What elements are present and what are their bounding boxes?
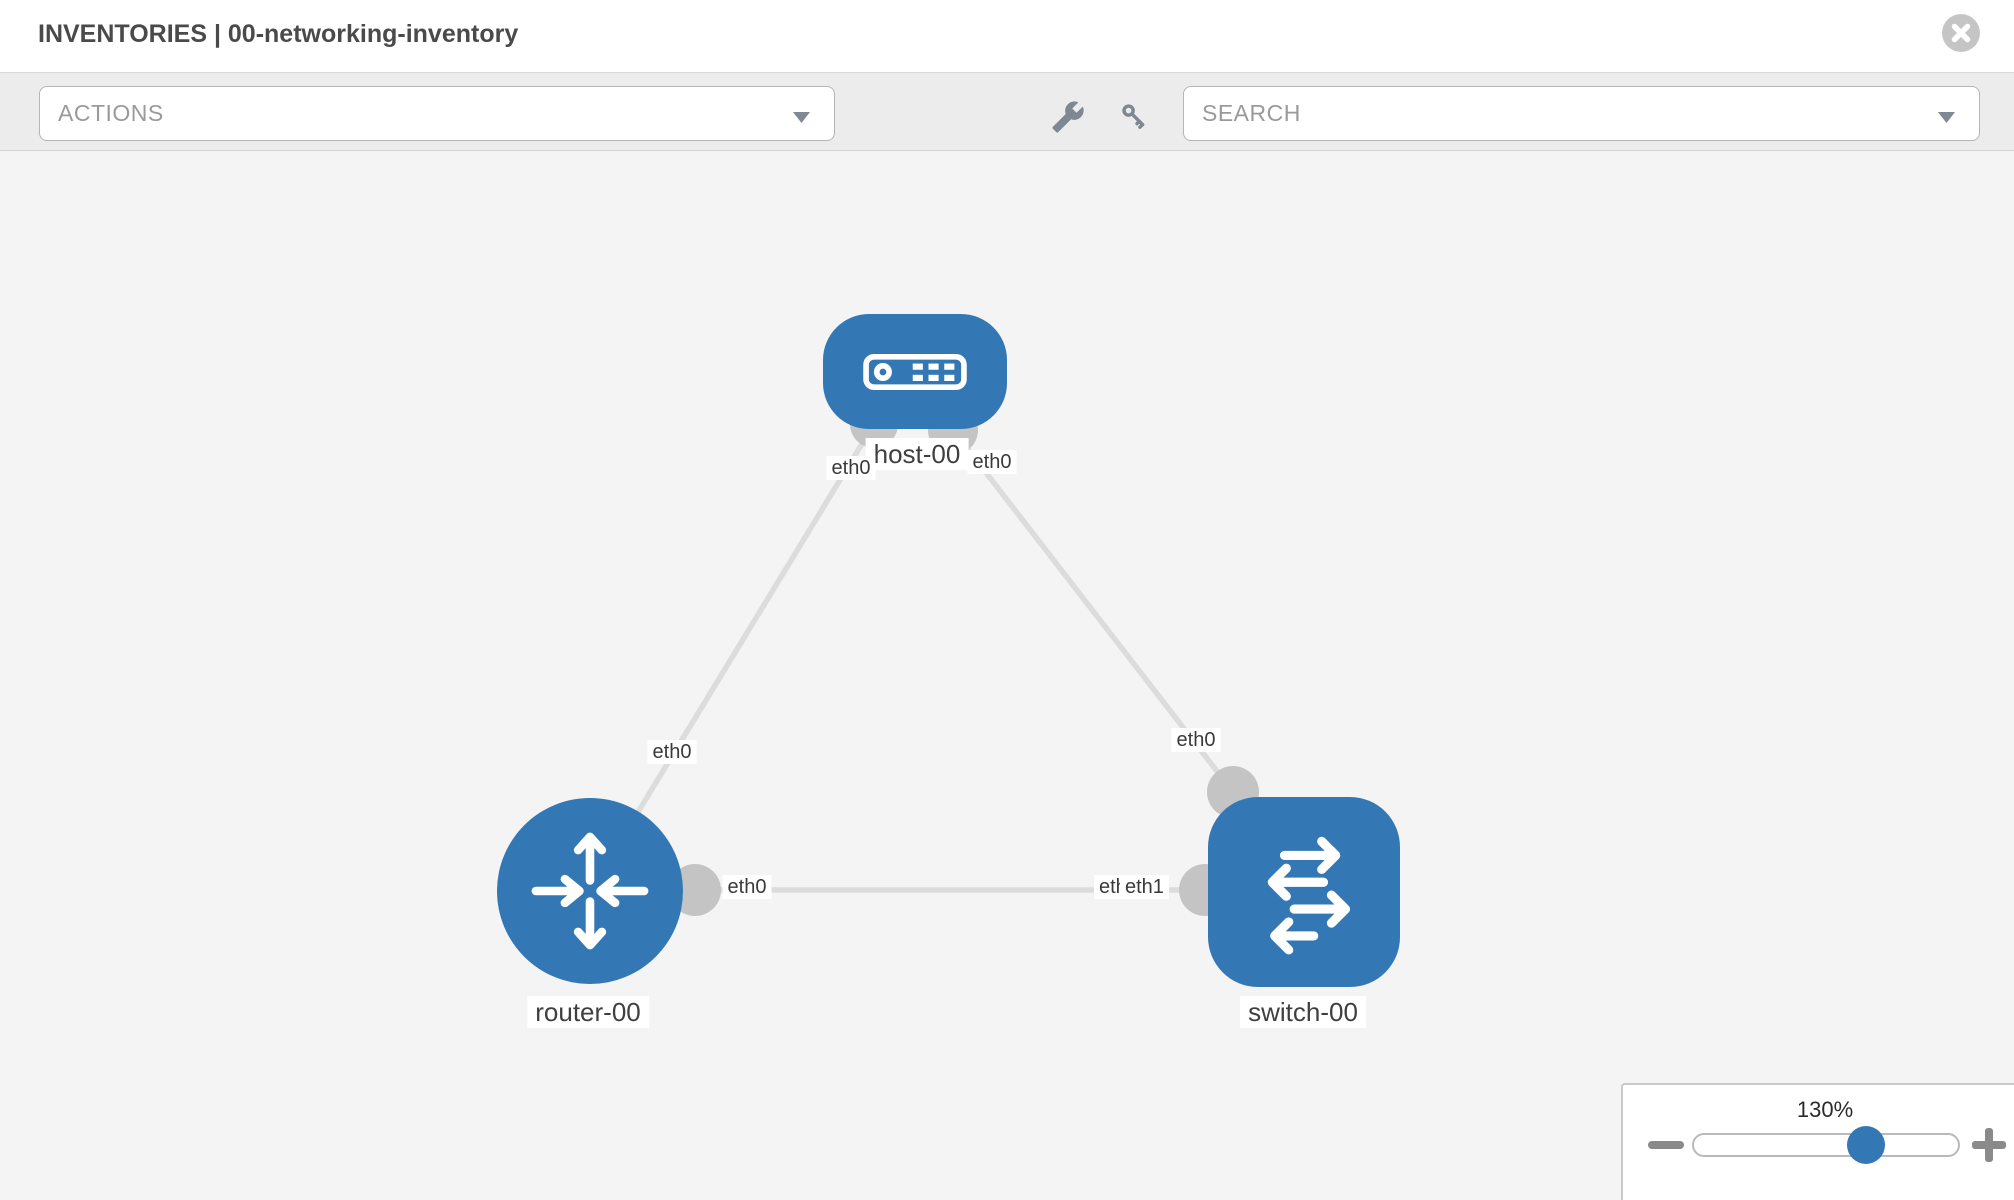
actions-dropdown-label: ACTIONS — [58, 100, 164, 126]
node-host-00[interactable] — [823, 314, 1007, 429]
chevron-down-icon — [793, 110, 810, 128]
node-router-00[interactable] — [497, 798, 683, 984]
edge-label-router-switch-at-router: eth0 — [722, 875, 772, 899]
zoom-in-button[interactable] — [1971, 1127, 2007, 1163]
page-title: INVENTORIES | 00-networking-inventory — [38, 20, 519, 48]
search-dropdown-label: SEARCH — [1202, 100, 1301, 126]
node-label-switch-00: switch-00 — [1240, 996, 1366, 1028]
close-button[interactable] — [1942, 14, 1980, 52]
topology-edges-layer — [587, 400, 1259, 916]
zoom-level-value: 130% — [1796, 1097, 1854, 1122]
edge-label-host-router-at-router: eth0 — [647, 740, 697, 764]
zoom-out-button[interactable] — [1647, 1137, 1685, 1153]
key-button[interactable] — [1115, 97, 1155, 137]
actions-dropdown[interactable]: ACTIONS — [39, 86, 835, 141]
minus-icon — [1648, 1141, 1684, 1149]
edge-label-host-switch-at-host: eth0 — [967, 450, 1017, 474]
plus-icon — [1972, 1128, 2006, 1162]
node-label-host-00: host-00 — [865, 438, 969, 470]
edge-label-host-router-at-host: eth0 — [826, 456, 876, 480]
edge-label-host-switch-at-switch: eth0 — [1171, 728, 1221, 752]
router-arrows-icon — [531, 832, 649, 950]
switch-arrows-icon — [1267, 836, 1351, 955]
wrench-icon — [1052, 101, 1084, 133]
header: INVENTORIES | 00-networking-inventory — [0, 0, 2014, 72]
node-switch-00[interactable] — [1208, 797, 1400, 987]
chevron-down-icon — [1938, 110, 1955, 128]
zoom-panel: 130% — [1621, 1083, 2014, 1200]
wrench-button[interactable] — [1048, 97, 1088, 137]
zoom-slider-thumb[interactable] — [1847, 1126, 1885, 1164]
edge-label-router-switch-at-switch-front: eth1 — [1120, 875, 1169, 899]
search-dropdown[interactable]: SEARCH — [1183, 86, 1980, 141]
node-label-router-00: router-00 — [527, 996, 649, 1028]
server-icon — [863, 353, 967, 390]
key-icon — [1122, 104, 1145, 129]
topology-canvas[interactable]: host-00 router-00 switch-00 eth0 eth0 et… — [0, 151, 2014, 1200]
zoom-slider-track[interactable] — [1692, 1133, 1960, 1157]
toolbar: ACTIONS SEARCH — [0, 72, 2014, 151]
x-circle-icon — [1942, 14, 1980, 52]
